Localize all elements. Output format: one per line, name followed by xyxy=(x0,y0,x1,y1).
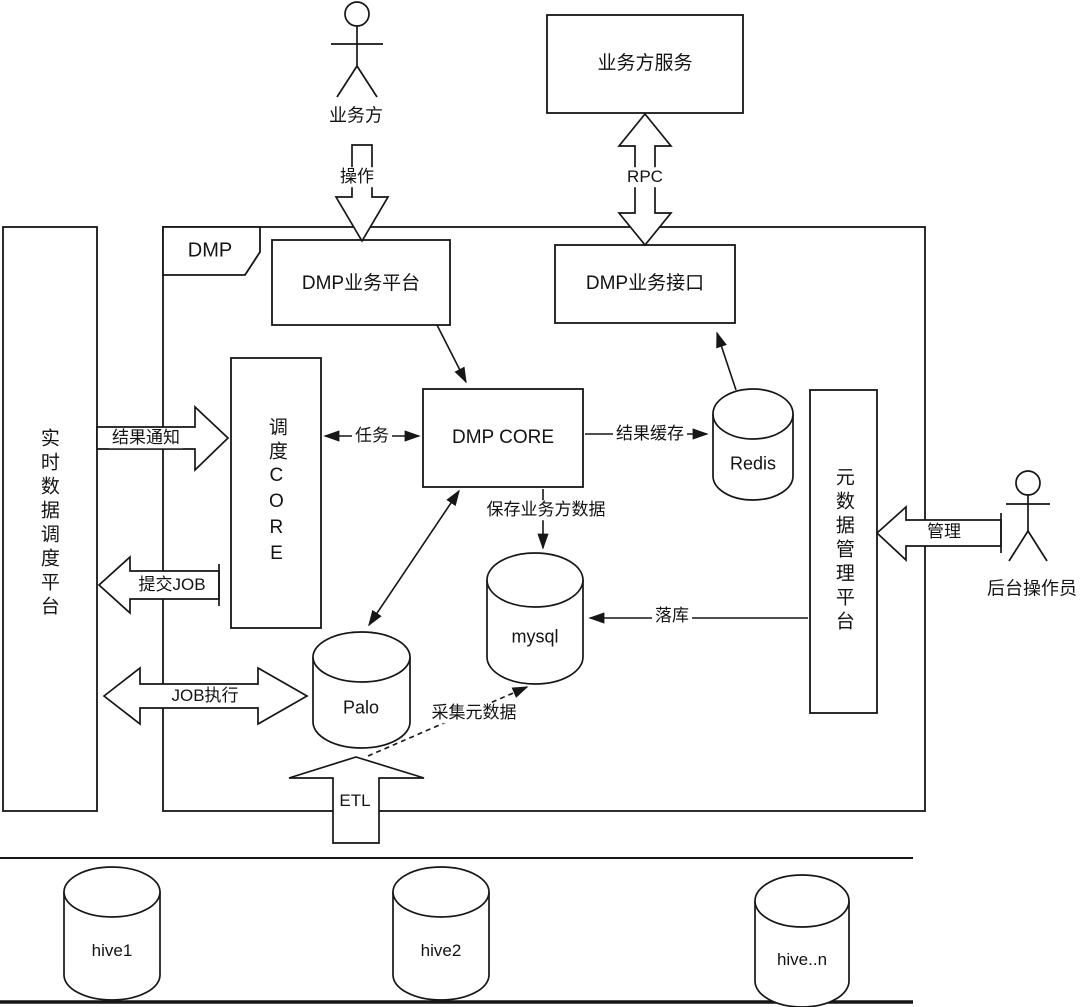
dmp-core-box xyxy=(422,388,584,488)
hive1-cylinder xyxy=(63,866,161,1001)
realtime-platform-box xyxy=(2,226,98,812)
redis-cylinder xyxy=(712,388,794,501)
core-palo-arrow xyxy=(368,489,460,627)
dmp-frame-tab xyxy=(162,226,261,276)
sched-core-box xyxy=(230,357,322,629)
hive-n-cylinder xyxy=(754,874,850,1007)
operate-block-arrow xyxy=(334,144,390,243)
collect-meta-dashed-arrow xyxy=(367,686,529,757)
biz-service-box xyxy=(546,14,744,114)
rpc-block-arrow xyxy=(617,112,673,247)
hive2-cylinder xyxy=(392,866,490,1001)
operator-actor-figure xyxy=(1006,470,1050,562)
platform-to-core-arrow xyxy=(436,324,467,384)
business-actor-figure xyxy=(331,1,383,98)
meta-platform-box xyxy=(809,389,878,714)
mysql-cylinder xyxy=(486,552,584,685)
dmp-platform-box xyxy=(271,239,451,326)
palo-cylinder xyxy=(312,631,411,749)
redis-to-interface-arrow xyxy=(716,331,737,391)
dmp-interface-box xyxy=(554,244,736,324)
